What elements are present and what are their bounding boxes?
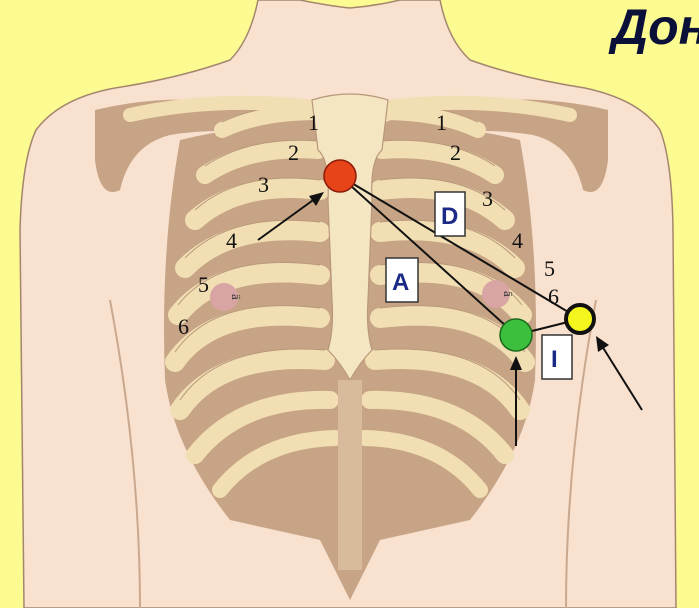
- rib-number-right-5: 5: [544, 256, 555, 281]
- electrode-red: [324, 160, 356, 192]
- lead-label-i: I: [542, 335, 572, 379]
- svg-text:D: D: [441, 203, 458, 230]
- spine: [338, 380, 362, 570]
- rib-number-left-5: 5: [198, 272, 209, 297]
- lead-label-a: A: [386, 258, 418, 302]
- rib-number-right-2: 2: [450, 140, 461, 165]
- electrode-green: [500, 319, 532, 351]
- rib-number-left-4: 4: [226, 228, 237, 253]
- svg-text:A: A: [392, 269, 409, 296]
- rib-number-right-4: 4: [512, 228, 523, 253]
- electrode-yellow: [566, 305, 594, 333]
- title-text: Дон: [608, 0, 699, 55]
- rib-number-left-3: 3: [258, 172, 269, 197]
- svg-text:I: I: [551, 346, 558, 373]
- rib-number-left-2: 2: [288, 140, 299, 165]
- rib-number-left-6: 6: [178, 314, 189, 339]
- rib-number-right-3: 3: [482, 186, 493, 211]
- lead-label-d: D: [435, 192, 465, 236]
- rib-number-left-1: 1: [308, 110, 319, 135]
- svg-text:ä: ä: [229, 294, 244, 300]
- rib-number-right-1: 1: [436, 110, 447, 135]
- svg-text:ä: ä: [501, 291, 516, 297]
